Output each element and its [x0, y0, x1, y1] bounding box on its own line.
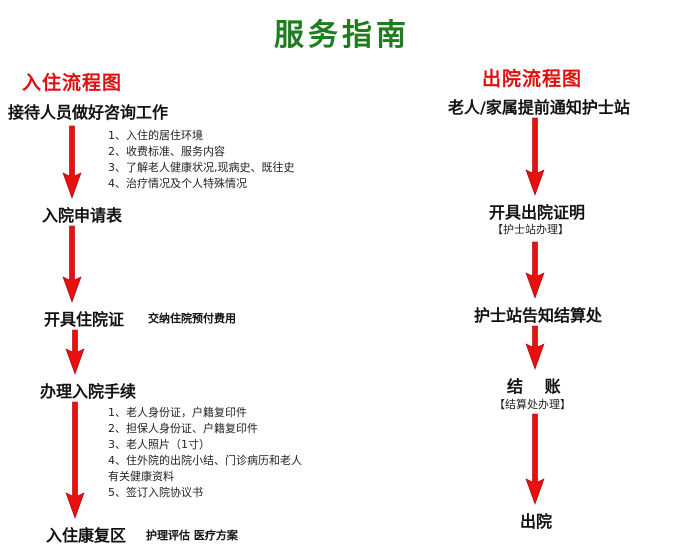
arrow-settle-to-leave: [525, 413, 545, 505]
note-line: 2、担保人身份证、户籍复印件: [108, 422, 258, 435]
arrow-procedures-to-rehab: [65, 401, 85, 519]
note-line: 1、入住的居住环境: [108, 129, 203, 142]
admission-step-admission-certificate: 开具住院证: [44, 310, 125, 329]
arrow-billing-to-settle: [525, 325, 545, 370]
procedures-notes: 1、老人身份证，户籍复印件 2、担保人身份证、户籍复印件 3、老人照片（1寸） …: [108, 405, 302, 501]
billing-handles-note: 【结算处办理】: [494, 398, 571, 411]
discharge-step-settle-bill: 结 账: [507, 377, 569, 396]
discharge-step-discharge-certificate: 开具出院证明: [489, 203, 586, 222]
discharge-step-leave-hospital: 出院: [520, 512, 553, 531]
admission-flow-title: 入住流程图: [22, 72, 123, 94]
nurse-station-handles-note: 【护士站办理】: [492, 223, 569, 236]
arrow-consultation-to-application: [62, 125, 82, 199]
admission-step-rehab-area: 入住康复区: [46, 526, 127, 545]
rehab-area-note: 护理评估 医疗方案: [146, 529, 238, 542]
discharge-step-notify-nurse-station: 老人/家属提前通知护士站: [448, 98, 630, 117]
note-line: 3、老人照片（1寸）: [108, 438, 210, 451]
arrow-certificate-to-procedures: [65, 329, 85, 375]
admission-step-procedures: 办理入院手续: [40, 382, 137, 401]
discharge-flow-title: 出院流程图: [482, 68, 583, 90]
note-line: 2、收费标准、服务内容: [108, 145, 225, 158]
consultation-notes: 1、入住的居住环境 2、收费标准、服务内容 3、了解老人健康状况,现病史、既往史…: [108, 128, 295, 192]
note-line: 3、了解老人健康状况,现病史、既往史: [108, 161, 295, 174]
discharge-step-inform-billing: 护士站告知结算处: [474, 306, 603, 325]
page-title: 服务指南: [274, 18, 410, 53]
admission-step-consultation: 接待人员做好咨询工作: [8, 103, 169, 122]
admission-step-application-form: 入院申请表: [42, 206, 123, 225]
arrow-notify-to-certificate: [525, 117, 545, 196]
prepayment-note: 交纳住院预付费用: [148, 312, 236, 325]
note-line: 4、治疗情况及个人特殊情况: [108, 177, 247, 190]
note-line: 4、住外院的出院小结、门诊病历和老人: [108, 454, 302, 467]
arrow-certificate-to-billing: [525, 241, 545, 299]
note-line: 5、签订入院协议书: [108, 486, 203, 499]
note-line: 有关健康资料: [108, 470, 174, 483]
note-line: 1、老人身份证，户籍复印件: [108, 406, 247, 419]
arrow-application-to-certificate: [62, 225, 82, 303]
